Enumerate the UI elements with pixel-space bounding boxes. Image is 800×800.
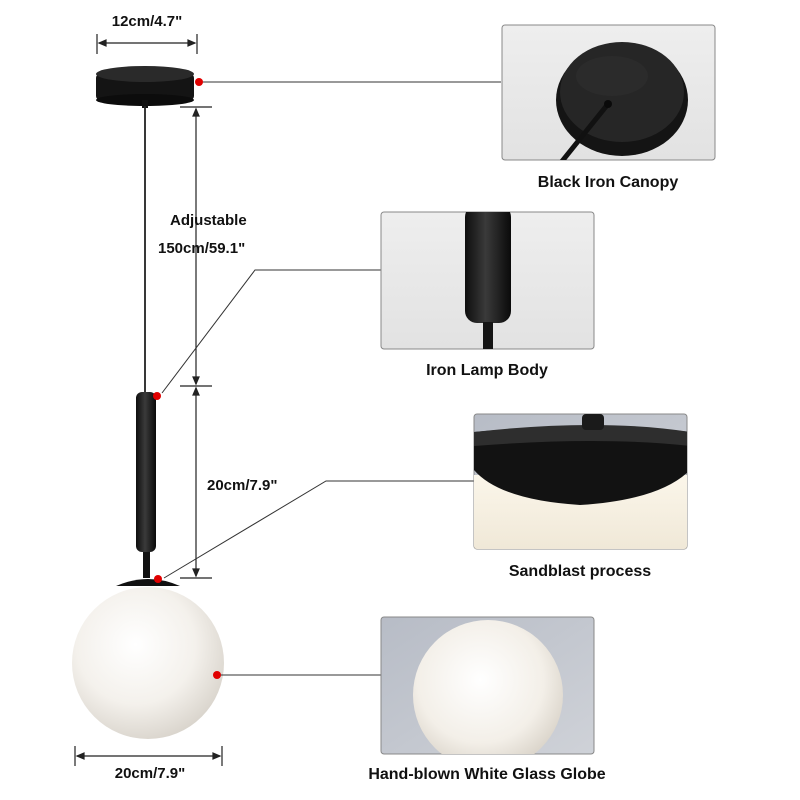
sandblast-detail-photo <box>473 413 688 550</box>
canopy <box>96 66 194 108</box>
canopy-width-dimension <box>96 34 198 54</box>
canopy-width-label: 12cm/4.7" <box>111 13 183 30</box>
globe-callout-label: Hand-blown White Glass Globe <box>368 766 606 783</box>
leader-line-sandblast <box>163 480 474 579</box>
cord-length-dimension <box>180 106 212 387</box>
globe-width-label: 20cm/7.9" <box>114 765 186 782</box>
globe-cap <box>116 579 180 586</box>
cord-length-label: 150cm/59.1" <box>158 240 246 257</box>
leader-line-lamp-body <box>161 269 381 394</box>
globe-detail-photo <box>380 616 595 755</box>
lamp-body-callout-label: Iron Lamp Body <box>426 362 548 379</box>
globe-width-dimension <box>74 746 223 766</box>
glass-globe <box>72 587 224 739</box>
marker-globe <box>213 671 221 679</box>
lamp-body-detail-photo <box>380 211 595 350</box>
sandblast-callout-label: Sandblast process <box>508 563 652 580</box>
cord-adjustable-label: Adjustable <box>170 212 247 229</box>
body-height-label: 20cm/7.9" <box>207 477 278 494</box>
marker-canopy <box>195 78 203 86</box>
canopy-detail-photo <box>501 24 716 161</box>
marker-lamp-body <box>153 392 161 400</box>
lamp-body <box>136 392 156 578</box>
body-height-dimension <box>180 386 212 579</box>
canopy-callout-label: Black Iron Canopy <box>537 174 679 191</box>
marker-sandblast <box>154 575 162 583</box>
